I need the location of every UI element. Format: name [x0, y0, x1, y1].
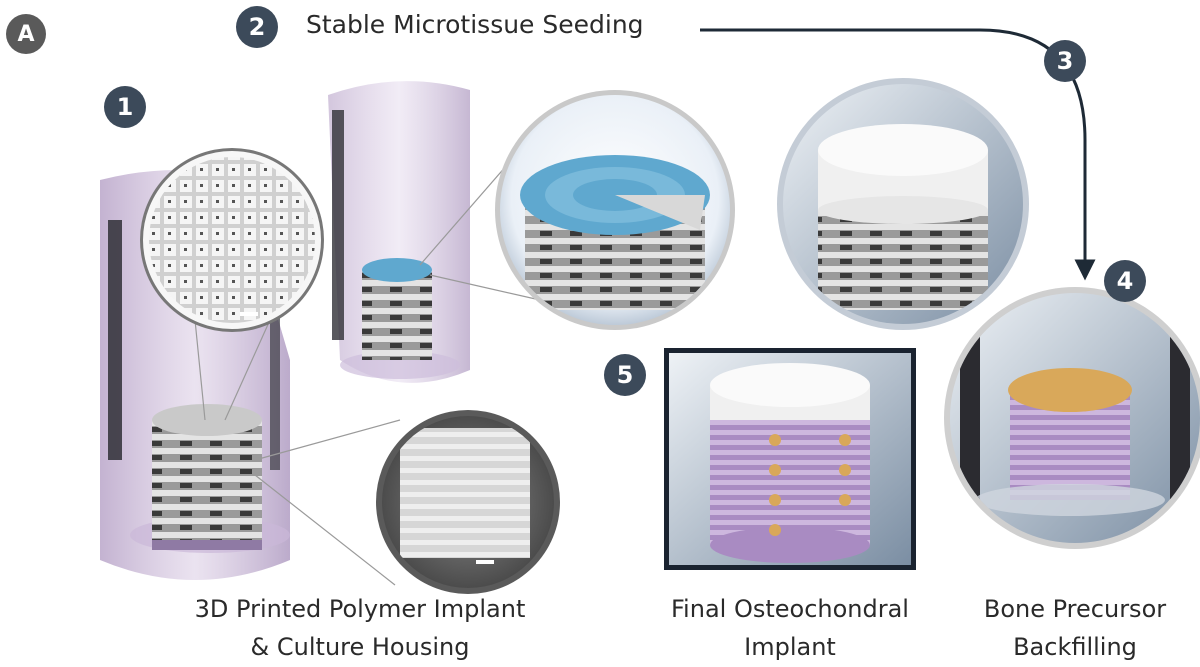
step-number-2: 2: [248, 13, 266, 41]
seeded-scaffold-middle: [362, 258, 432, 360]
caption-implant-housing-line-1: 3D Printed Polymer Implant: [194, 595, 526, 623]
caption-final-implant-line-1: Final Osteochondral: [671, 595, 909, 623]
caption-backfilling-line-1: Bone Precursor: [983, 595, 1167, 623]
step-badge-4: 4: [1104, 260, 1146, 302]
step-2-title: Stable Microtissue Seeding: [306, 10, 644, 39]
step-badge-1: 1: [104, 86, 146, 128]
step-badge-5: 5: [604, 354, 646, 396]
caption-implant-housing-line-2: & Culture Housing: [250, 633, 470, 661]
caption-backfilling: Bone Precursor Backfilling: [950, 590, 1200, 666]
caption-implant-housing: 3D Printed Polymer Implant & Culture Hou…: [150, 590, 570, 666]
zoom-lines: [194, 149, 541, 586]
final-implant-render: [664, 348, 916, 570]
scaffold-implant-left: [152, 404, 262, 550]
step-number-3: 3: [1056, 47, 1074, 75]
step-number-1: 1: [116, 93, 134, 121]
step-number-5: 5: [616, 361, 634, 389]
bone-backfilling-render: [944, 287, 1200, 549]
micrograph-side-view: [376, 410, 560, 594]
cartilage-cap-render: [777, 78, 1029, 330]
caption-final-implant: Final Osteochondral Implant: [630, 590, 950, 666]
micrograph-top-view: [140, 148, 324, 332]
panel-label-badge: A: [6, 14, 46, 54]
microtissue-seeding-render: [495, 90, 735, 330]
scale-bar: [476, 560, 494, 564]
caption-backfilling-line-2: Backfilling: [1013, 633, 1137, 661]
scale-bar: [240, 312, 258, 316]
step-number-4: 4: [1116, 267, 1134, 295]
step-badge-3: 3: [1044, 40, 1086, 82]
panel-label: A: [17, 21, 35, 47]
caption-final-implant-line-2: Implant: [744, 633, 836, 661]
step-badge-2: 2: [236, 6, 278, 48]
